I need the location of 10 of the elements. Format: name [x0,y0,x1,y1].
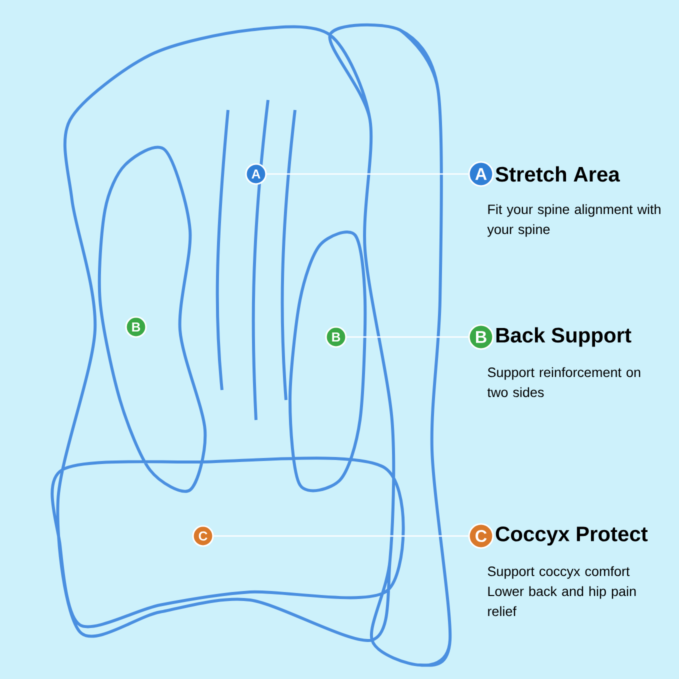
description-text: Fit your spine alignment with your spine [487,204,660,237]
heading-text: Coccyx Protect [496,526,648,546]
leader-line [214,535,468,537]
description-text: Support reinforcement on two sides [487,367,640,398]
description-text: Lower back and hip pain relief [488,586,636,616]
leader-line [266,173,468,175]
leader-line [346,336,468,338]
heading-text: Stretch Area [496,166,620,182]
description-text: Support coccyx comfort [488,566,630,579]
heading-text: Back Support [496,327,632,347]
